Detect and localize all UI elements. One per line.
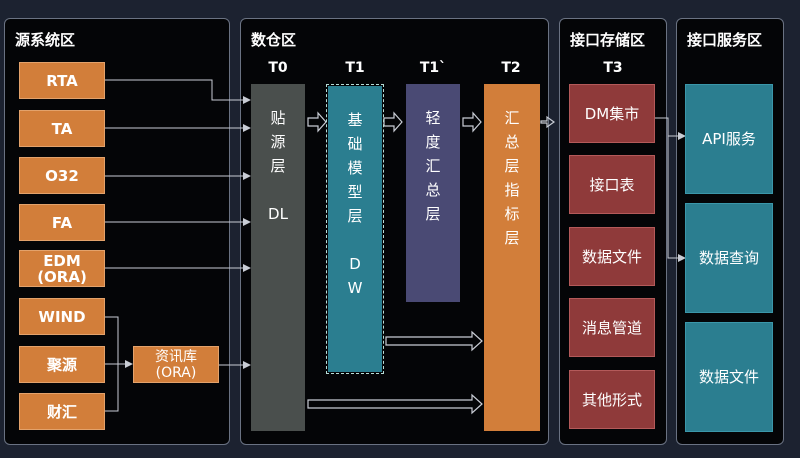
t0-char-0: 贴 [270,109,286,127]
storage-dm-mart: DM集市 [569,84,655,143]
t1-char-7: W [347,279,363,297]
t3-head: T3 [603,60,623,76]
t0-head: T0 [268,60,288,76]
t1-char-3: 型 [347,183,363,201]
t1b-char-3: 总 [425,181,441,199]
t1-char-6: D [349,255,361,273]
storage-interface-table: 接口表 [569,155,655,214]
layer-t0: 贴源层 DL [251,84,305,431]
storage-message-pipe: 消息管道 [569,298,655,357]
t0-char-1: 源 [270,133,286,151]
service-api: API服务 [685,84,773,194]
warehouse-title: 数仓区 [251,31,297,49]
t1b-char-0: 轻 [425,109,441,127]
t1-char-1: 础 [347,135,363,153]
t1b-char-4: 层 [425,205,441,223]
t1b-char-2: 汇 [425,157,441,175]
storage-other: 其他形式 [569,370,655,429]
t1b-head: T1` [419,60,447,76]
t2-char-2: 层 [504,157,520,175]
source-system-title: 源系统区 [15,31,76,49]
info-library: 资讯库 (ORA) [133,346,219,383]
layer-t1b: 轻度汇总层 [406,84,460,302]
t0-char-3 [276,178,281,202]
service-data-query: 数据查询 [685,203,773,313]
source-o32: O32 [19,157,105,194]
t2-head: T2 [501,60,521,76]
source-wind: WIND [19,298,105,335]
storage-data-file: 数据文件 [569,227,655,286]
t2-char-1: 总 [504,133,520,151]
source-rta: RTA [19,62,105,99]
t2-char-0: 汇 [504,109,520,127]
interface-service-title: 接口服务区 [687,31,763,49]
t1-char-4: 层 [347,207,363,225]
source-caihui: 财汇 [19,393,105,430]
service-data-file: 数据文件 [685,322,773,432]
t2-char-4: 标 [504,205,520,223]
t1-char-5 [353,228,358,252]
t2-char-5: 层 [504,229,520,247]
t2-char-3: 指 [504,181,520,199]
t0-char-4: DL [268,205,288,223]
interface-storage-title: 接口存储区 [570,31,646,49]
t1-head: T1 [345,60,365,76]
t1b-char-1: 度 [425,133,441,151]
source-juyuan: 聚源 [19,346,105,383]
layer-t2: 汇总层指标层 [484,84,540,431]
t0-char-2: 层 [270,157,286,175]
t1-char-0: 基 [347,111,363,129]
source-edm: EDM (ORA) [19,250,105,287]
source-fa: FA [19,204,105,241]
t1-char-2: 模 [347,159,363,177]
source-ta: TA [19,110,105,147]
